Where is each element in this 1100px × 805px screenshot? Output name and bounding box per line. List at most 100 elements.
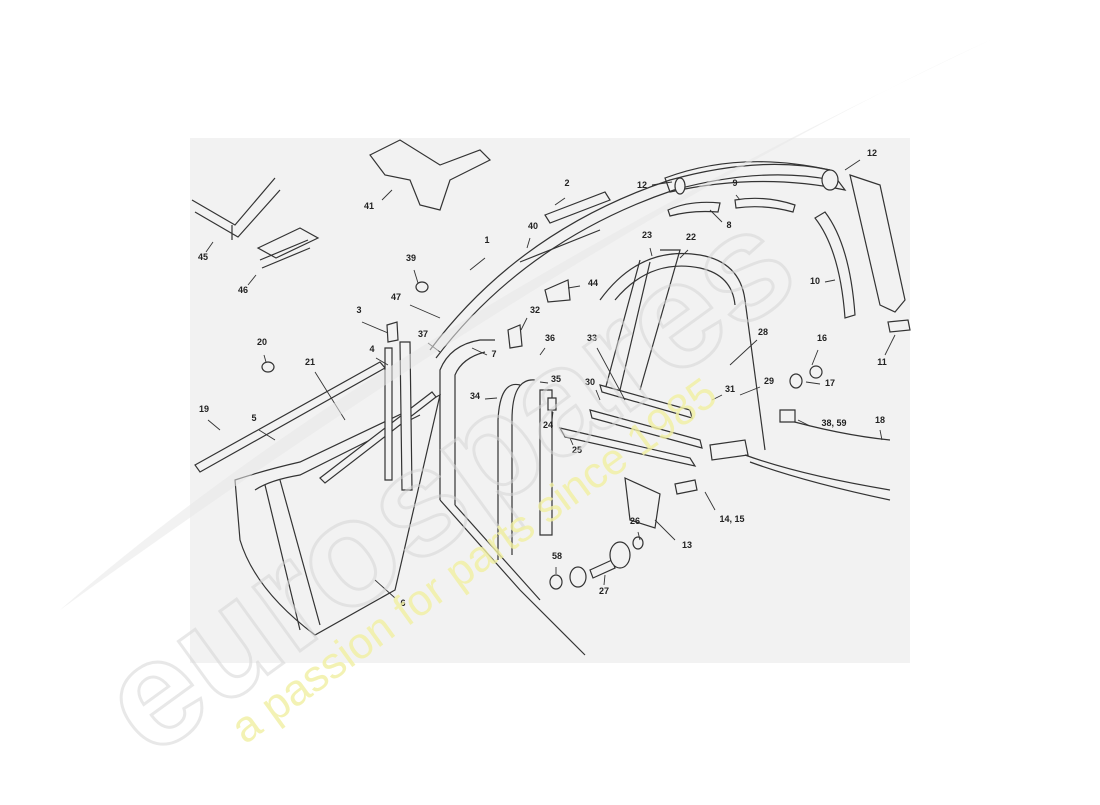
callout-leader bbox=[374, 579, 396, 599]
callout-label: 22 bbox=[686, 232, 696, 242]
part-pillar-10-11 bbox=[814, 174, 911, 333]
callout-leader bbox=[709, 209, 723, 223]
callout-leader bbox=[637, 531, 641, 541]
callout-leader bbox=[258, 429, 276, 441]
callout-label: 34 bbox=[470, 391, 480, 401]
part-fasteners bbox=[261, 279, 823, 590]
callout-leader bbox=[654, 519, 676, 541]
callout-label: 14, 15 bbox=[719, 514, 744, 524]
callout-label: 28 bbox=[758, 327, 768, 337]
callout-leader bbox=[735, 194, 741, 201]
callout-label: 2 bbox=[564, 178, 569, 188]
part-upper-trim-8-9-12 bbox=[664, 161, 847, 217]
callout-label: 35 bbox=[551, 374, 561, 384]
callout-label: 20 bbox=[257, 337, 267, 347]
callout-leader bbox=[375, 357, 389, 366]
callout-leader bbox=[207, 419, 221, 431]
callout-label: 16 bbox=[817, 333, 827, 343]
callout-label: 11 bbox=[877, 357, 887, 367]
callout-leader bbox=[381, 189, 393, 201]
callout-leader bbox=[263, 354, 267, 363]
callout-label: 23 bbox=[642, 230, 652, 240]
callout-leader bbox=[471, 347, 488, 356]
part-quarter-window bbox=[599, 249, 766, 451]
callout-leader bbox=[469, 257, 486, 271]
callout-leader bbox=[884, 334, 896, 356]
callout-leader bbox=[409, 304, 441, 319]
callout-leader bbox=[554, 197, 566, 206]
callout-label: 40 bbox=[528, 221, 538, 231]
callout-label: 33 bbox=[587, 333, 597, 343]
callout-label: 31 bbox=[725, 384, 735, 394]
callout-label: 44 bbox=[588, 278, 598, 288]
callout-leader bbox=[247, 274, 257, 286]
callout-label: 3 bbox=[356, 305, 361, 315]
callout-label: 46 bbox=[238, 285, 248, 295]
callout-leader bbox=[596, 347, 626, 401]
callout-label: 17 bbox=[825, 378, 835, 388]
callout-leader bbox=[595, 389, 601, 401]
callout-label: 6 bbox=[400, 598, 405, 608]
part-door-frame bbox=[439, 339, 586, 656]
callout-label: 1 bbox=[484, 235, 489, 245]
callout-leader bbox=[551, 411, 554, 421]
callout-leader bbox=[649, 247, 653, 257]
callout-label: 12 bbox=[867, 148, 877, 158]
callout-leader bbox=[711, 394, 723, 401]
callout-leader bbox=[539, 347, 546, 356]
callout-leader bbox=[824, 279, 836, 283]
callout-leader bbox=[567, 285, 581, 289]
callout-label: 45 bbox=[198, 252, 208, 262]
callout-label: 19 bbox=[199, 404, 209, 414]
part-rear-seal-18 bbox=[744, 409, 891, 501]
callout-leader bbox=[361, 321, 389, 334]
callout-label: 47 bbox=[391, 292, 401, 302]
callout-label: 29 bbox=[764, 376, 774, 386]
callout-label: 39 bbox=[406, 253, 416, 263]
callout-leader bbox=[797, 419, 811, 427]
callout-leader bbox=[413, 269, 419, 284]
callout-label: 8 bbox=[726, 220, 731, 230]
callout-leader bbox=[526, 237, 531, 249]
callout-leader bbox=[811, 349, 819, 366]
callout-label: 7 bbox=[491, 349, 496, 359]
callout-label: 37 bbox=[418, 329, 428, 339]
callout-label: 38, 59 bbox=[821, 418, 846, 428]
callout-label: 9 bbox=[732, 178, 737, 188]
callout-leader bbox=[704, 491, 716, 511]
callout-leader bbox=[520, 317, 528, 331]
part-door-glass-6 bbox=[234, 393, 441, 636]
callout-leader bbox=[484, 397, 498, 400]
callout-leader bbox=[205, 241, 214, 253]
part-profile-41 bbox=[369, 139, 492, 211]
callout-leader bbox=[679, 249, 689, 259]
callout-label: 25 bbox=[572, 445, 582, 455]
callout-label: 27 bbox=[599, 586, 609, 596]
callout-label: 10 bbox=[810, 276, 820, 286]
callout-label: 30 bbox=[585, 377, 595, 387]
callout-label: 32 bbox=[530, 305, 540, 315]
callout-label: 18 bbox=[875, 415, 885, 425]
callout-label: 26 bbox=[630, 516, 640, 526]
callout-label: 13 bbox=[682, 540, 692, 550]
callout-label: 41 bbox=[364, 201, 374, 211]
part-belt-strips-19-21 bbox=[194, 321, 437, 491]
callout-label: 4 bbox=[369, 344, 374, 354]
callout-leader bbox=[739, 386, 761, 396]
callout-leader bbox=[805, 381, 821, 385]
callout-leader bbox=[651, 181, 673, 186]
callout-label: 58 bbox=[552, 551, 562, 561]
callout-leader bbox=[729, 339, 758, 366]
callout-label: 12 bbox=[637, 180, 647, 190]
callout-leader bbox=[879, 429, 883, 441]
callout-leader bbox=[569, 437, 574, 446]
callout-label: 5 bbox=[251, 413, 256, 423]
part-sill-25-33 bbox=[558, 384, 749, 467]
callout-label: 36 bbox=[545, 333, 555, 343]
callout-leader bbox=[603, 574, 606, 586]
part-roof-seal-arc bbox=[429, 163, 833, 359]
callout-leader bbox=[844, 159, 861, 171]
callout-leader bbox=[539, 381, 549, 384]
